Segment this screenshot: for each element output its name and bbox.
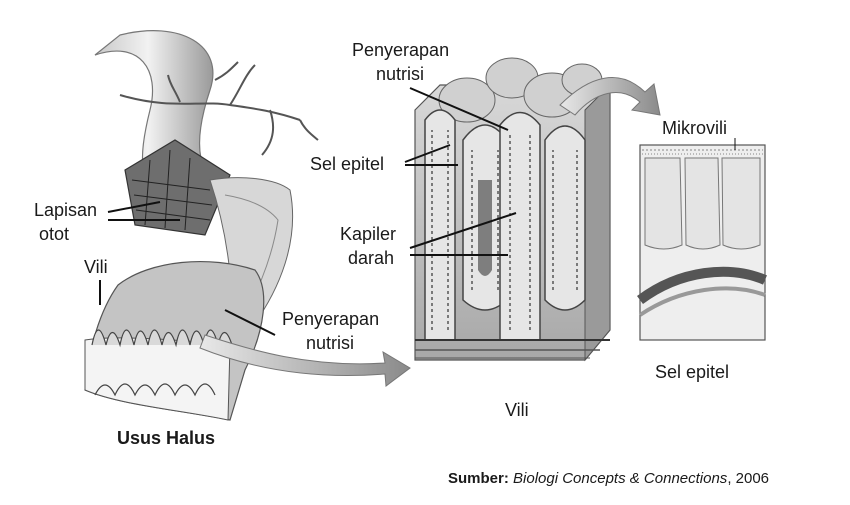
- small-intestine-illustration: [84, 30, 411, 421]
- label-vili-bottom: Vili: [505, 400, 529, 420]
- epithelial-cell-panel: [637, 144, 767, 341]
- label-penyerapan-top-line1: Penyerapan: [352, 40, 450, 60]
- source-year: , 2006: [727, 470, 770, 487]
- source-citation: Sumber: Biologi Concepts & Connections, …: [448, 470, 769, 487]
- label-lapisan-otot-line1: Lapisan: [34, 200, 98, 220]
- label-kapiler-line2: darah: [348, 248, 395, 268]
- label-kapiler-line1: Kapiler: [340, 224, 397, 244]
- label-mikrovili: Mikrovili: [662, 118, 727, 138]
- label-penyerapan-top-line2: nutrisi: [376, 64, 425, 84]
- leader-lines: [99, 87, 736, 336]
- label-sel-epitel-mid: Sel epitel: [310, 154, 385, 174]
- source-title: Biologi Concepts & Connections: [513, 470, 728, 487]
- source-prefix: Sumber:: [448, 470, 509, 487]
- label-lapisan-otot-line2: otot: [39, 224, 70, 244]
- label-penyerapan-left-line1: Penyerapan: [282, 309, 380, 329]
- label-sel-epitel-right: Sel epitel: [655, 362, 730, 382]
- label-usus-halus: Usus Halus: [117, 428, 216, 448]
- label-penyerapan-left-line2: nutrisi: [306, 333, 355, 353]
- label-vili-left: Vili: [84, 257, 108, 277]
- villi-block-illustration: [414, 57, 661, 362]
